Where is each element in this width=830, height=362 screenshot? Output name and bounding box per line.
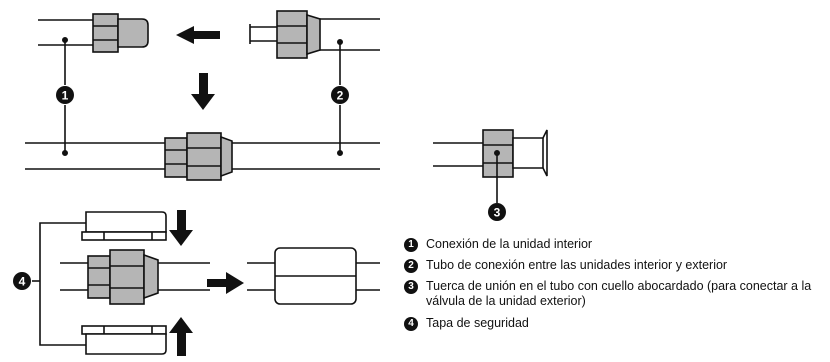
legend-text: Tuerca de unión en el tubo con cuello ab… bbox=[426, 279, 812, 308]
arrow-left-icon bbox=[176, 26, 220, 44]
legend-item: 4 Tapa de seguridad bbox=[404, 316, 828, 331]
legend-item: 2 Tubo de conexión entre las unidades in… bbox=[404, 258, 828, 273]
legend-number: 3 bbox=[404, 280, 418, 294]
callout-badge-4: 4 bbox=[13, 272, 31, 290]
arrow-up-icon bbox=[169, 317, 193, 356]
callout-1-leader bbox=[61, 36, 68, 157]
svg-text:3: 3 bbox=[494, 206, 501, 220]
flare-nut-pipe-top bbox=[249, 10, 380, 59]
callout-badge-3: 3 bbox=[488, 203, 506, 221]
svg-text:2: 2 bbox=[337, 89, 344, 103]
legend-item: 3 Tuerca de unión en el tubo con cuello … bbox=[404, 279, 828, 309]
arrow-right-icon bbox=[207, 272, 244, 294]
legend-text: Conexión de la unidad interior bbox=[426, 237, 593, 251]
assembled-connection bbox=[25, 132, 380, 181]
legend-text: Tapa de seguridad bbox=[426, 316, 529, 330]
legend-text: Tubo de conexión entre las unidades inte… bbox=[426, 258, 728, 272]
legend-number: 4 bbox=[404, 317, 418, 331]
callout-4-bracket bbox=[32, 222, 86, 346]
legend: 1 Conexión de la unidad interior 2 Tubo … bbox=[404, 237, 828, 337]
fitting-bottom-left bbox=[60, 249, 210, 305]
callout-2-leader bbox=[336, 38, 343, 157]
legend-item: 1 Conexión de la unidad interior bbox=[404, 237, 828, 252]
svg-text:4: 4 bbox=[19, 275, 26, 289]
indoor-unit-fitting-top bbox=[38, 13, 149, 53]
callout-badge-1: 1 bbox=[56, 86, 74, 104]
arrow-down-icon bbox=[191, 73, 215, 110]
safety-cap-top bbox=[81, 211, 167, 241]
capped-pipe bbox=[247, 247, 380, 305]
svg-text:1: 1 bbox=[62, 89, 69, 103]
legend-number: 2 bbox=[404, 259, 418, 273]
flare-nut-detail bbox=[433, 129, 548, 203]
safety-cap-bottom bbox=[81, 325, 167, 355]
arrow-down-icon bbox=[169, 210, 193, 246]
callout-badge-2: 2 bbox=[331, 86, 349, 104]
legend-number: 1 bbox=[404, 238, 418, 252]
